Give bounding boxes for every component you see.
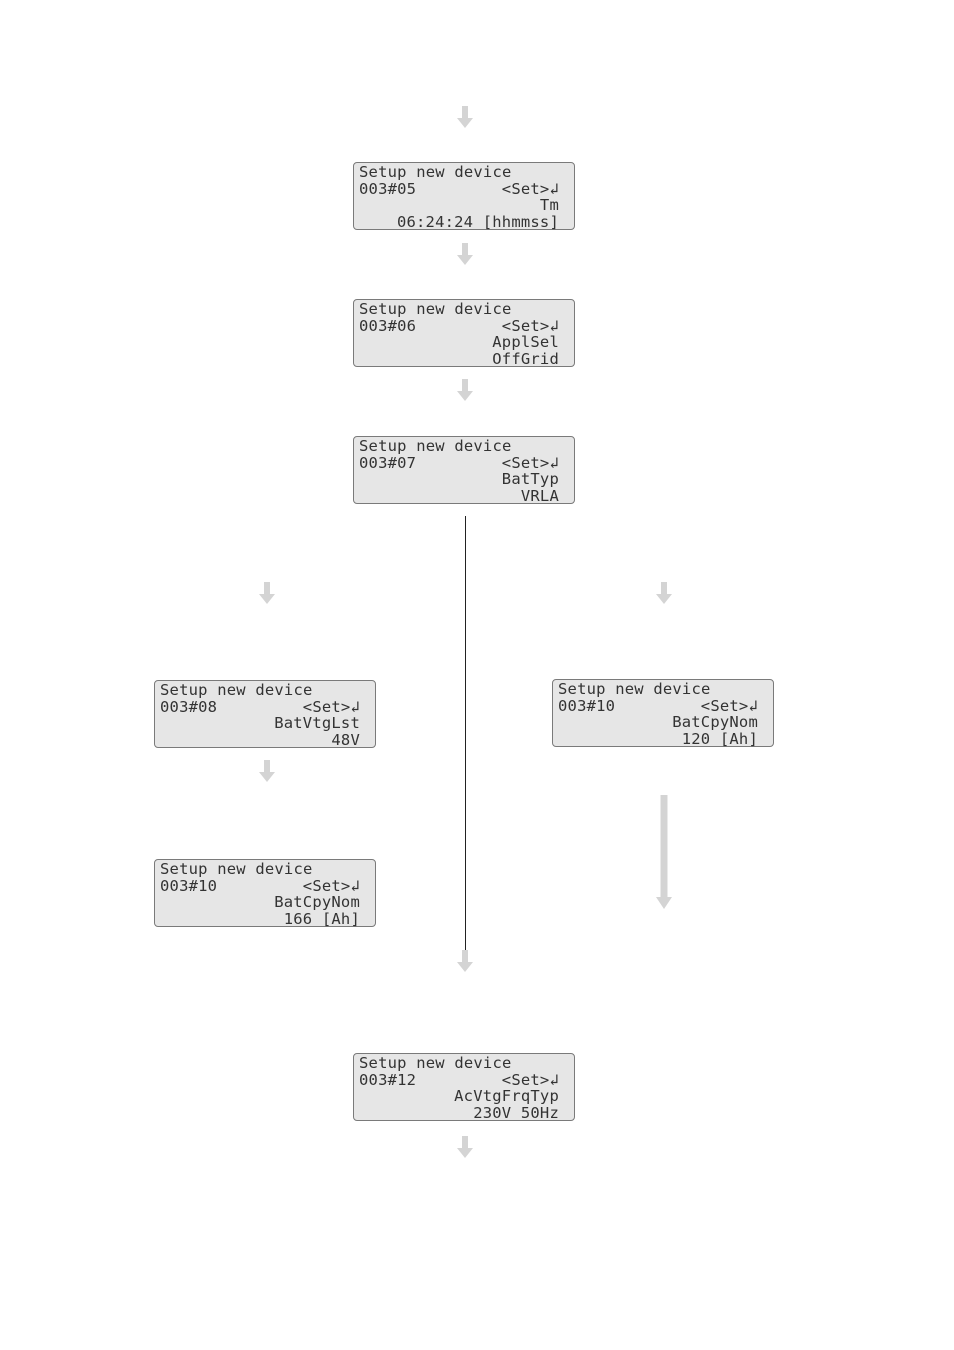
- lcd-screen-003-10-left: Setup new device 003#10<Set>↲ BatCpyNom …: [154, 859, 376, 927]
- lcd-screen-003-12: Setup new device 003#12 <Set>↲ AcVtgFrqTy…: [353, 1053, 575, 1121]
- parameter-value: 06:24:24 [hhmmss]: [396, 213, 559, 230]
- parameter-name: Tm: [539, 197, 559, 214]
- screen-id: 003#12: [359, 1071, 417, 1088]
- parameter-value: 166 [Ah]: [283, 910, 360, 927]
- set-action: <Set>↲: [700, 697, 758, 714]
- parameter-value: OffGrid: [492, 350, 559, 367]
- parameter-name: BatVtgLst: [274, 715, 360, 732]
- screen-title: Setup new device: [359, 164, 512, 181]
- down-arrow-icon: [259, 582, 275, 604]
- set-action: <Set>↲: [302, 877, 360, 894]
- set-action: <Set>↲: [501, 317, 559, 334]
- set-action: <Set>↲: [501, 454, 559, 471]
- screen-id: 003#08: [160, 698, 218, 715]
- screen-title: Setup new device: [558, 681, 711, 698]
- lcd-screen-003-10-right: Setup new device 003#10<Set>↲ BatCpyNom …: [552, 679, 774, 747]
- parameter-value: VRLA: [520, 487, 559, 504]
- down-arrow-icon: [457, 950, 473, 972]
- parameter-value: 48V: [331, 731, 360, 748]
- screen-id: 003#10: [558, 697, 616, 714]
- screen-title: Setup new device: [359, 301, 512, 318]
- parameter-name: BatCpyNom: [274, 894, 360, 911]
- screen-title: Setup new device: [359, 1055, 512, 1072]
- parameter-name: AcVtgFrqTyp: [454, 1088, 559, 1105]
- down-arrow-icon: [457, 106, 473, 128]
- parameter-name: BatTyp: [501, 471, 559, 488]
- down-arrow-icon: [457, 379, 473, 401]
- lcd-screen-003-08: Setup new device 003#08<Set>↲ BatVtgLst …: [154, 680, 376, 748]
- parameter-value: 120 [Ah]: [681, 730, 758, 747]
- parameter-name: BatCpyNom: [672, 714, 758, 731]
- lcd-screen-003-06: Setup new device 003#06 <Set>↲ ApplSel Of…: [353, 299, 575, 367]
- connector-line: [465, 516, 466, 950]
- screen-title: Setup new device: [160, 861, 313, 878]
- set-action: <Set>↲: [501, 180, 559, 197]
- down-arrow-icon: [457, 1136, 473, 1158]
- down-arrow-icon: [259, 760, 275, 782]
- down-arrow-icon: [656, 582, 672, 604]
- set-action: <Set>↲: [302, 698, 360, 715]
- lcd-screen-003-05: Setup new device 003#05 <Set>↲ Tm 06:24:2…: [353, 162, 575, 230]
- screen-title: Setup new device: [160, 682, 313, 699]
- long-down-arrow-icon: [656, 795, 672, 914]
- screen-id: 003#10: [160, 877, 218, 894]
- lcd-screen-003-07: Setup new device 003#07 <Set>↲ BatTyp VRL…: [353, 436, 575, 504]
- set-action: <Set>↲: [501, 1071, 559, 1088]
- screen-id: 003#07: [359, 454, 417, 471]
- down-arrow-icon: [457, 243, 473, 265]
- screen-id: 003#05: [359, 180, 417, 197]
- screen-id: 003#06: [359, 317, 417, 334]
- parameter-name: ApplSel: [492, 334, 559, 351]
- screen-title: Setup new device: [359, 438, 512, 455]
- parameter-value: 230V_50Hz: [473, 1104, 559, 1121]
